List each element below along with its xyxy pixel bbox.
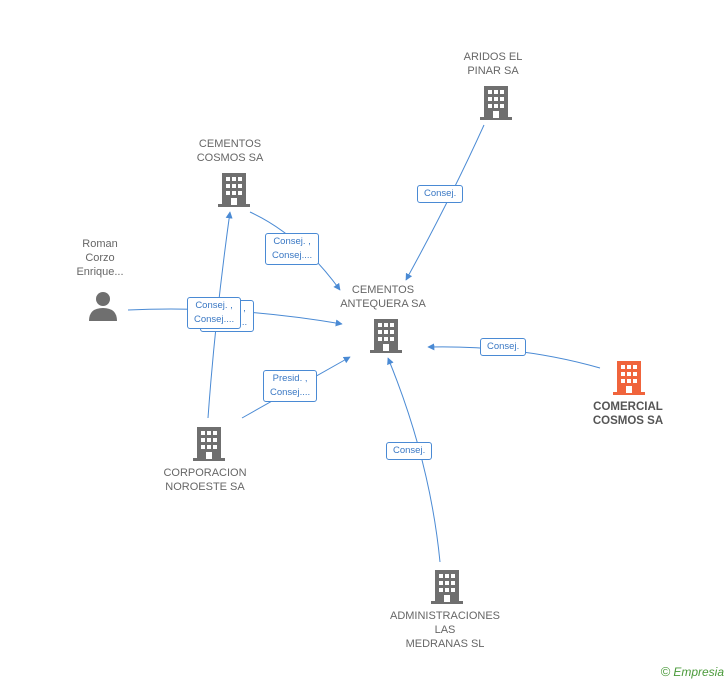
edge-label-text: Consej....	[194, 314, 235, 325]
node-label-comercial[interactable]: COMERCIAL COSMOS SA	[576, 400, 680, 428]
building-icon[interactable]	[370, 319, 402, 353]
label-line: NOROESTE SA	[165, 481, 245, 493]
node-label-roman[interactable]: Roman Corzo Enrique...	[60, 237, 140, 279]
building-icon[interactable]	[480, 86, 512, 120]
label-line: MEDRANAS SL	[405, 638, 485, 650]
label-line: LAS	[434, 624, 456, 636]
label-line: CORPORACION	[163, 467, 247, 479]
edge-label-text: Consej. ,	[195, 300, 233, 311]
node-label-noroeste[interactable]: CORPORACION NOROESTE SA	[150, 466, 260, 494]
node-label-antequera[interactable]: CEMENTOS ANTEQUERA SA	[323, 283, 443, 311]
node-label-aridos[interactable]: ARIDOS EL PINAR SA	[443, 50, 543, 78]
edge-label-medranas-antequera[interactable]: Consej.	[386, 442, 433, 460]
label-line: COMERCIAL	[593, 401, 663, 413]
label-line: Enrique...	[76, 266, 124, 278]
edge-label-text: Consej.	[487, 341, 520, 352]
edge-label-aridos-antequera[interactable]: Consej.	[417, 185, 464, 203]
edge-label-cosmos-antequera[interactable]: Consej. , Consej....	[265, 233, 320, 265]
building-icon[interactable]	[613, 361, 645, 395]
edge-label-text: Consej....	[270, 387, 311, 398]
person-icon[interactable]	[88, 291, 118, 321]
edge-label-text: Consej. ,	[273, 236, 311, 247]
node-label-cementos-cosmos[interactable]: CEMENTOS COSMOS SA	[180, 137, 280, 165]
label-line: ANTEQUERA SA	[340, 298, 426, 310]
edge-medranas-antequera	[387, 357, 441, 563]
edge-label-roman-front[interactable]: Consej. , Consej....	[187, 297, 242, 329]
label-line: CEMENTOS	[198, 138, 262, 150]
edge-label-text: Consej....	[272, 250, 313, 261]
footer-brand[interactable]: ©Empresia	[661, 664, 724, 679]
label-line: PINAR SA	[467, 65, 519, 77]
label-line: CEMENTOS	[351, 284, 415, 296]
edge-label-text: Consej.	[393, 445, 426, 456]
edge-label-comercial-antequera[interactable]: Consej.	[480, 338, 527, 356]
label-line: ARIDOS EL	[463, 51, 523, 63]
label-line: Roman	[82, 238, 118, 250]
label-line: Corzo	[85, 252, 115, 264]
brand-name: Empresia	[673, 665, 724, 679]
edge-label-text: Consej.	[424, 188, 457, 199]
label-line: COSMOS SA	[196, 152, 264, 164]
node-label-medranas[interactable]: ADMINISTRACIONES LAS MEDRANAS SL	[380, 609, 510, 651]
building-icon[interactable]	[193, 427, 225, 461]
label-line: COSMOS SA	[592, 415, 664, 427]
building-icon[interactable]	[431, 570, 463, 604]
edge-label-noroeste-antequera[interactable]: Presid. , Consej....	[263, 370, 318, 402]
label-line: ADMINISTRACIONES	[389, 610, 500, 622]
edge-label-text: Presid. ,	[272, 373, 308, 384]
building-icon[interactable]	[218, 173, 250, 207]
copyright-icon: ©	[660, 664, 671, 679]
